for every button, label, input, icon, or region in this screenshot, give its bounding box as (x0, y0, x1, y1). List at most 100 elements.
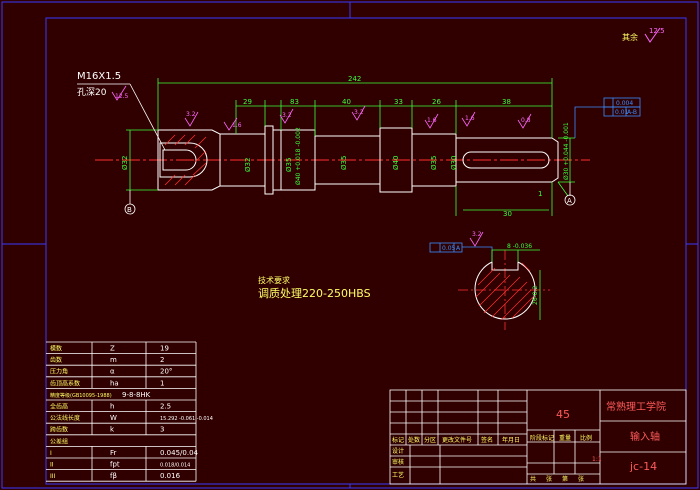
sheet-num: 第 (562, 475, 568, 483)
gear-row-name: 跨齿数 (50, 426, 68, 434)
gear-row-value: 1 (160, 379, 164, 387)
gear-row-name: 公差组 (50, 437, 68, 445)
gear-row-name: 精度等级(GB10095-1988) (50, 392, 112, 399)
title-block-grid (389, 389, 687, 485)
tb-header-5: 签名 (481, 436, 493, 444)
dim-dia-5: Ø40 (392, 156, 400, 170)
craft-label: 工艺 (392, 471, 404, 479)
dim-dia-right: Ø30 +0.044 -0.001 (563, 122, 570, 180)
dim-len-e: 26 (432, 98, 441, 106)
gear-row-value: 3 (160, 426, 164, 434)
dim-dia-2: Ø35 (285, 158, 293, 172)
other-roughness-label: 其余 (622, 32, 638, 42)
sheet-num-unit: 张 (578, 475, 584, 483)
dim-dia-3: Ø40 +0.018 -0.002 (295, 127, 302, 185)
section-tol-datum: A (456, 245, 461, 252)
gear-row-symbol: α (110, 368, 115, 376)
tol-row2: 0.01 (615, 109, 629, 116)
gear-row-value: 19 (160, 345, 169, 353)
dim-chamfer: 1 (538, 190, 542, 198)
gear-row-name: 公法线长度 (50, 414, 80, 422)
datum-b-label: B (127, 206, 132, 214)
dim-overall: 242 (348, 75, 361, 83)
extension-lines (126, 78, 575, 216)
thread-callout: M16X1.5 孔深20 12.5 (77, 71, 166, 151)
stage-label: 阶段标记 (530, 434, 554, 442)
gear-row-name: II (50, 462, 54, 469)
tb-header-2: 处数 (408, 436, 420, 444)
dim-len-a: 29 (243, 98, 252, 106)
tb-header-6: 年月日 (502, 436, 520, 444)
gear-row-value: 15.292 -0.061 -0.014 (160, 416, 213, 422)
tb-header-1: 标记 (392, 436, 404, 444)
gear-row-name: 模数 (50, 345, 62, 353)
tol-row2-datum: A-B (627, 109, 637, 116)
gear-row-value: 9-8-8HK (122, 391, 151, 399)
gear-row-value: 0.045/0.04 (160, 449, 199, 457)
thread-spec: M16X1.5 (77, 71, 121, 82)
gear-row-symbol: Fr (110, 449, 117, 457)
dim-dia-6: Ø35 (430, 156, 438, 170)
gear-row-name: 齿数 (50, 356, 62, 364)
section-tol-value: 0.05 (442, 245, 456, 252)
roughness-5: 1.6 (427, 117, 437, 124)
dim-dia-7: Ø30 (450, 156, 458, 170)
roughness-6: 1.6 (465, 115, 475, 122)
roughness-value: 12.5 (649, 27, 665, 35)
gear-row-name: 齿顶高系数 (50, 379, 80, 387)
dim-keyway: 30 (503, 210, 512, 218)
design-label: 设计 (392, 447, 404, 455)
tech-req-line: 调质处理220-250HBS (258, 287, 371, 300)
geometric-tolerance-frame: 0.004 0.01 A-B (574, 97, 641, 138)
gear-row-name: I (50, 450, 52, 457)
dim-len-d: 33 (394, 98, 403, 106)
title-block-texts: 45 常熟理工学院 输入轴 jc-14 1:1 标记 处数 分区 更改文件号 签… (392, 400, 666, 483)
dim-dia-4: Ø35 (340, 156, 348, 170)
roughness-3: 3.2 (282, 112, 292, 119)
inner-border (45, 17, 687, 485)
gear-row-value: 0.018/0.014 (160, 463, 190, 469)
gear-row-name: III (50, 473, 56, 480)
gear-row-name: 压力角 (50, 368, 68, 376)
gear-row-symbol: W (110, 414, 117, 422)
gear-row-value: 2.5 (160, 403, 171, 411)
keyway-section: 0.05 A 3.2 8 -0.036 26-0.2 (429, 231, 550, 330)
tb-header-4: 更改文件号 (442, 436, 472, 444)
roughness-2: 1.6 (232, 122, 242, 129)
datum-a-label: A (567, 197, 572, 205)
roughness-values: 3.2 1.6 3.2 3.2 1.6 1.6 0.8 (186, 109, 531, 129)
datum-a: A (564, 182, 576, 206)
material: 45 (556, 408, 570, 421)
dim-len-c: 40 (342, 98, 351, 106)
roughness-7: 0.8 (521, 117, 531, 124)
gear-row-symbol: k (110, 426, 115, 434)
part-name: 输入轴 (630, 430, 660, 443)
roughness-symbol: 12.5 (644, 27, 665, 43)
gear-row-symbol: Z (110, 345, 115, 353)
thread-hole (159, 134, 208, 186)
scale-label: 比例 (580, 434, 592, 442)
dim-dia-left: Ø32 (121, 156, 129, 170)
review-label: 审核 (392, 458, 404, 466)
section-depth: 26-0.2 (532, 285, 539, 305)
dimension-lines (129, 82, 571, 211)
datum-b: B (124, 190, 136, 215)
school-name: 常熟理工学院 (606, 400, 666, 413)
gear-row-value: 0.016 (160, 472, 181, 480)
gear-row-symbol: ha (110, 379, 119, 387)
drawing-number: jc-14 (629, 460, 657, 473)
gear-row-value: 20° (160, 368, 172, 376)
tol-row1: 0.004 (616, 100, 633, 107)
gear-row-symbol: fβ (110, 472, 117, 480)
gear-row-name: 全齿高 (50, 403, 68, 411)
sheet-total: 共 (530, 475, 536, 483)
weight-label: 重量 (559, 434, 571, 442)
shaft-outline (157, 125, 559, 195)
sheet-total-unit: 张 (546, 475, 552, 483)
roughness-4: 3.2 (354, 109, 364, 116)
dim-len-b: 83 (290, 98, 299, 106)
tech-req-title: 技术要求 (258, 275, 290, 285)
